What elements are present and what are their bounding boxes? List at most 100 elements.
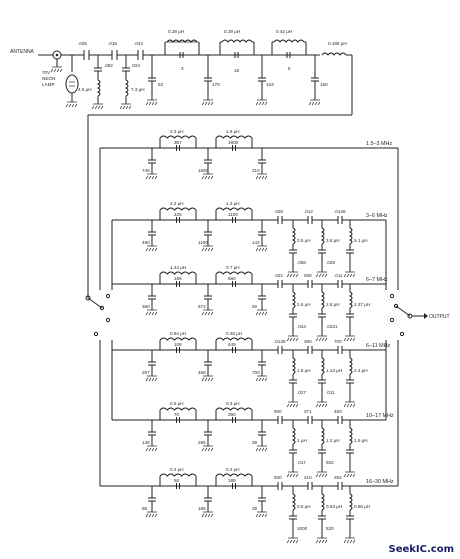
ground-icon bbox=[255, 99, 268, 106]
tank-inductor-value: 0.3 μH bbox=[226, 401, 240, 406]
shunt-cap-value: 257 bbox=[142, 370, 150, 375]
ground-icon bbox=[119, 103, 132, 110]
notch-inductor-value: 2.6 μH bbox=[297, 302, 311, 307]
ground-icon bbox=[315, 401, 328, 408]
switch-bus-wiring bbox=[99, 148, 399, 486]
input-series-cap-3-value: .043 bbox=[134, 41, 143, 46]
tank-inductor-value: 0.46 μH bbox=[226, 331, 242, 336]
input-shunt-cap-5-value: 163 bbox=[266, 82, 274, 87]
ground-icon bbox=[308, 99, 321, 106]
ground-icon bbox=[315, 335, 328, 342]
series-cap-value: .012 bbox=[304, 209, 313, 214]
tank-cap-value: 1600 bbox=[228, 140, 239, 145]
shunt-cap-value: 748 bbox=[142, 168, 150, 173]
tank-cap-value: 680 bbox=[228, 276, 236, 281]
ground-icon bbox=[201, 445, 214, 452]
shunt-cap-value: 92 bbox=[252, 304, 258, 309]
input-lc-section-3 bbox=[271, 39, 307, 58]
notch-cap-value: .056 bbox=[297, 260, 306, 265]
ground-icon bbox=[343, 271, 356, 278]
input-lc-section-1 bbox=[164, 39, 200, 58]
ground-icon bbox=[145, 375, 158, 382]
tank-cap-value: 70 bbox=[174, 412, 180, 417]
notch-inductor-value: 0.86 μH bbox=[354, 504, 370, 509]
output-label: OUTPUT bbox=[429, 314, 450, 320]
input-shunt-cap-3-value: 63 bbox=[158, 82, 164, 87]
neon-lamp-label-1: 70V bbox=[42, 70, 51, 75]
tank-inductor-value: 1.6 μH bbox=[226, 129, 240, 134]
band-label: 16–30 MHz bbox=[366, 479, 394, 485]
shunt-cap-value: 136 bbox=[142, 440, 150, 445]
input-series-inductor-2-value: 0.39 μH bbox=[224, 29, 240, 34]
band-label: 1.5–3 MHz bbox=[366, 141, 392, 147]
tank-cap-value: 166 bbox=[174, 276, 182, 281]
tank-inductor-value: 2.2 μH bbox=[170, 201, 184, 206]
input-ladder-shunts bbox=[145, 55, 321, 106]
shunt-cap-value: 458 bbox=[198, 370, 206, 375]
input-tank-cap-3-value: 6 bbox=[288, 66, 291, 71]
ground-icon bbox=[201, 375, 214, 382]
input-series-cap-3 bbox=[137, 50, 144, 60]
ground-icon bbox=[286, 401, 299, 408]
series-cap-value: .0135 bbox=[274, 339, 286, 344]
notch-cap-value: .043 bbox=[297, 324, 306, 329]
input-band-switch[interactable] bbox=[85, 293, 111, 337]
input-tank-cap-2-value: 18 bbox=[234, 68, 240, 73]
shunt-cap-value: 700 bbox=[252, 370, 260, 375]
notch-inductor-value: 1.6 μH bbox=[297, 368, 311, 373]
shunt-cap-value: 1100 bbox=[198, 240, 208, 245]
tank-inductor-value: 0.7 μH bbox=[226, 265, 240, 270]
input-shunt-cap-6-value: 150 bbox=[320, 82, 328, 87]
ground-icon bbox=[145, 245, 158, 252]
neon-lamp-label-2: NEON bbox=[42, 76, 55, 81]
band-label: 10–17 MHz bbox=[366, 413, 394, 419]
input-shunt-inductor-1-value: 4.5 μH bbox=[78, 87, 92, 92]
notch-cap-value: 932 bbox=[326, 460, 334, 465]
output-arrow-icon bbox=[424, 313, 428, 319]
ground-icon bbox=[255, 445, 268, 452]
tank-cap-value: 387 bbox=[174, 140, 182, 145]
series-cap-value: 380 bbox=[304, 339, 312, 344]
antenna-connector-center bbox=[55, 53, 59, 57]
shunt-cap-value: 186 bbox=[198, 506, 206, 511]
notch-cap-value: .029 bbox=[326, 260, 335, 265]
shunt-cap-value: 1680 bbox=[198, 168, 209, 173]
tank-cap-value: 445 bbox=[228, 342, 236, 347]
input-series-cap-1-value: .025 bbox=[78, 41, 87, 46]
band-label: 3–6 MHz bbox=[366, 213, 388, 219]
ground-icon bbox=[255, 511, 268, 518]
ground-icon bbox=[201, 245, 214, 252]
input-shunt-cap-4-value: 170 bbox=[212, 82, 220, 87]
input-series-inductor-1-value: 0.38 μH bbox=[168, 29, 184, 34]
notch-inductor-value: 5.1 μH bbox=[354, 238, 368, 243]
series-cap-value: 371 bbox=[304, 409, 312, 414]
shunt-cap-value: 142 bbox=[252, 240, 260, 245]
tank-cap-value: 1100 bbox=[228, 212, 238, 217]
shunt-cap-value: 25 bbox=[252, 506, 258, 511]
tank-cap-value: 225 bbox=[174, 212, 182, 217]
notch-cap-value: .011 bbox=[326, 390, 335, 395]
tank-cap-value: 108 bbox=[174, 342, 182, 347]
ground-icon bbox=[145, 99, 158, 106]
series-cap-value: 450 bbox=[334, 409, 342, 414]
input-shunt-cap-2-value: .024 bbox=[131, 63, 140, 68]
watermark: SeekIC.com bbox=[388, 544, 455, 555]
output-band-switch[interactable] bbox=[389, 293, 428, 337]
ground-icon bbox=[343, 537, 356, 544]
ground-icon bbox=[315, 271, 328, 278]
ground-icon bbox=[286, 471, 299, 478]
ground-icon bbox=[50, 66, 63, 73]
ground-icon bbox=[201, 511, 214, 518]
notch-inductor-value: 0.63 μH bbox=[326, 504, 342, 509]
input-series-cap-2 bbox=[111, 50, 118, 60]
input-shunt-inductor-1 bbox=[96, 79, 101, 97]
notch-cap-value: 1000 bbox=[297, 526, 308, 531]
notch-inductor-value: 3.5 μH bbox=[297, 238, 311, 243]
ground-icon bbox=[286, 335, 299, 342]
input-shunt-inductor-2-value: 7.3 μH bbox=[131, 87, 145, 92]
input-tank-cap-1-value: 3 bbox=[181, 66, 184, 71]
series-cap-value: 254 bbox=[334, 475, 342, 480]
notch-inductor-value: 1.2 μH bbox=[326, 438, 340, 443]
